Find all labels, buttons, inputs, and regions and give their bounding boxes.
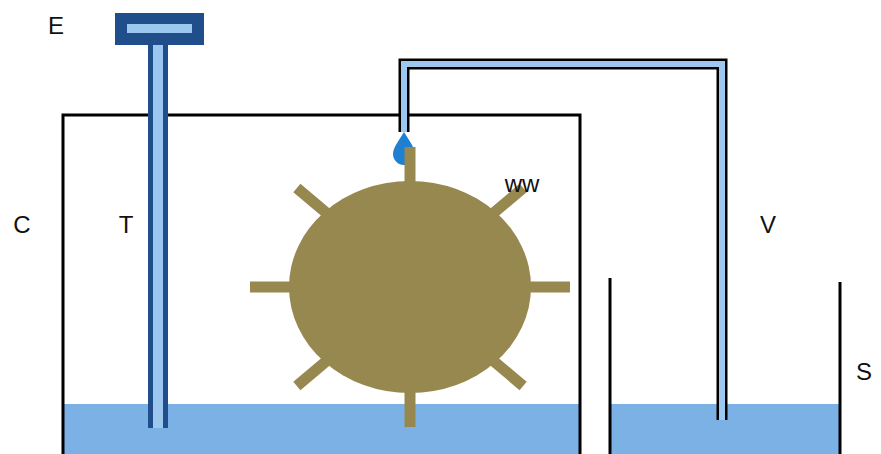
display-label: E (48, 14, 64, 38)
reservoir-label: S (856, 360, 872, 384)
chamber-water (63, 404, 579, 454)
thermometer-tube (148, 36, 168, 428)
thermometer-label: T (119, 213, 134, 237)
spikes (250, 147, 570, 427)
display-screen (127, 24, 192, 33)
ball-label: ww (505, 172, 540, 196)
thermometer-core (153, 36, 163, 428)
chamber-outline (63, 115, 580, 454)
chamber-label: C (13, 213, 30, 237)
reservoir-wall (609, 278, 612, 454)
display-unit (115, 13, 204, 45)
pipe-label: V (760, 213, 776, 237)
reservoir-wall (839, 282, 842, 454)
spiky-ball (289, 181, 531, 393)
